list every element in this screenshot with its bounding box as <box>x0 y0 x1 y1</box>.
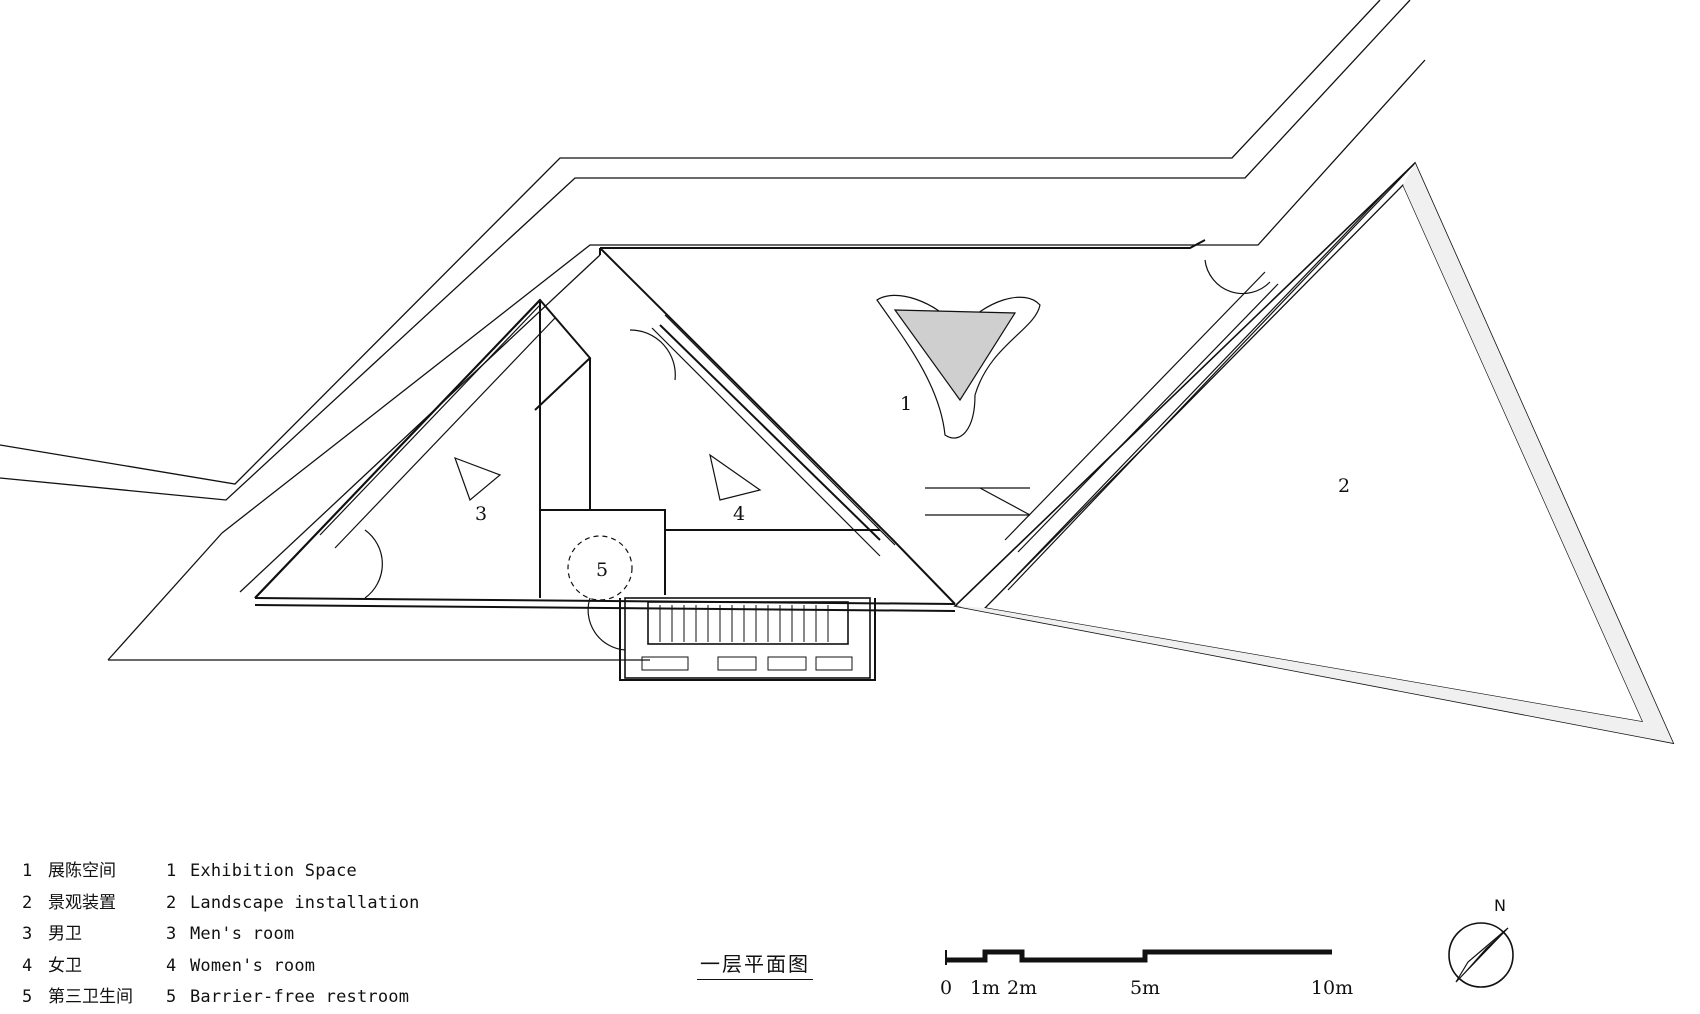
legend-cn: 女卫 <box>48 955 82 976</box>
legend-en: Exhibition Space <box>190 861 357 881</box>
legend: 1 展陈空间 1 Exhibition Space 2 景观装置 2 Lands… <box>22 856 420 1014</box>
legend-row: 3 男卫 3 Men's room <box>22 919 420 951</box>
legend-en: Barrier-free restroom <box>190 987 410 1007</box>
north-label: N <box>1494 896 1506 915</box>
legend-num-cn: 4 <box>22 955 33 976</box>
drawing-title: 一层平面图 <box>697 948 813 980</box>
facade-fins-left <box>319 271 1279 557</box>
scale-tick-label: 0 <box>939 977 953 999</box>
landscape-triangle <box>953 161 1675 745</box>
plan-label-4: 4 <box>733 503 745 525</box>
legend-cn: 展陈空间 <box>48 861 116 881</box>
legend-num-en: 1 <box>166 861 177 881</box>
legend-cn: 景观装置 <box>48 892 116 913</box>
legend-en: Men's room <box>190 924 295 944</box>
legend-num-cn: 2 <box>22 892 33 913</box>
plan-label-1: 1 <box>900 393 912 415</box>
scale-tick-label: 5m <box>1129 977 1161 999</box>
stair-treads <box>641 605 853 671</box>
legend-num-en: 3 <box>166 924 177 944</box>
legend-num-cn: 5 <box>22 987 33 1007</box>
legend-row: 2 景观装置 2 Landscape installation <box>22 888 420 920</box>
legend-row: 4 女卫 4 Women's room <box>22 951 420 983</box>
building-walls <box>254 239 1206 681</box>
legend-num-cn: 3 <box>22 924 33 944</box>
north-arrow <box>1448 922 1514 988</box>
plan-label-3: 3 <box>475 503 487 525</box>
legend-row: 5 第三卫生间 5 Barrier-free restroom <box>22 982 420 1014</box>
legend-num-en: 2 <box>166 892 177 913</box>
scale-tick-label: 1m <box>969 977 1001 999</box>
fixtures <box>364 259 1271 651</box>
scale-tick-label: 2m <box>1006 977 1038 999</box>
legend-en: Landscape installation <box>190 892 420 913</box>
legend-en: Women's room <box>190 955 316 976</box>
legend-num-en: 5 <box>166 987 177 1007</box>
legend-cn: 男卫 <box>48 924 82 944</box>
site-outline-lines <box>0 0 1426 661</box>
legend-cn: 第三卫生间 <box>48 987 133 1007</box>
legend-row: 1 展陈空间 1 Exhibition Space <box>22 856 420 888</box>
scale-tick-label: 10m <box>1310 977 1354 999</box>
legend-num-cn: 1 <box>22 861 33 881</box>
plan-label-2: 2 <box>1338 475 1350 497</box>
plan-label-5: 5 <box>596 559 608 581</box>
legend-num-en: 4 <box>166 955 177 976</box>
scale-bar <box>945 949 1332 965</box>
